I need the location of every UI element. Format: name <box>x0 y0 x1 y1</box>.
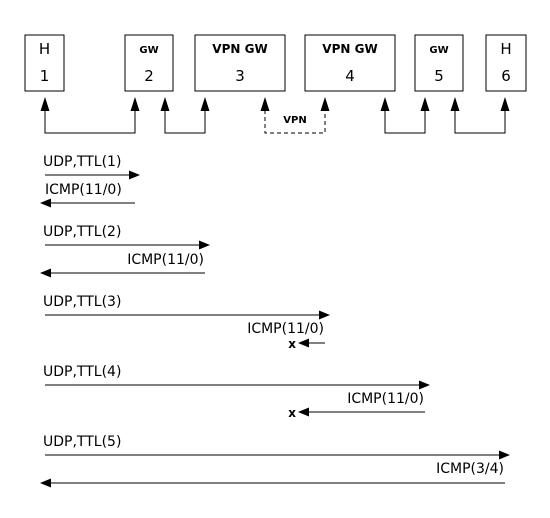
link-path-dashed <box>264 110 326 134</box>
vpn-tunnel-label: VPN <box>283 115 306 126</box>
probe-request-label: UDP,TTL(3) <box>43 294 121 310</box>
probe-request-label: UDP,TTL(4) <box>43 364 121 380</box>
link-path <box>44 110 136 134</box>
node-box <box>304 34 396 92</box>
link-arrowhead <box>500 97 510 111</box>
node-number: 1 <box>40 67 50 85</box>
node-title: VPN GW <box>212 42 267 56</box>
node-box <box>414 34 464 92</box>
reply-arrowhead <box>298 407 309 417</box>
node-vpn-gateway-4: VPN GW 4 <box>304 34 396 92</box>
probe-request-label: UDP,TTL(1) <box>43 154 121 170</box>
link-arrowhead <box>260 97 270 111</box>
link-arrowhead <box>380 97 390 111</box>
request-arrowhead <box>499 450 510 460</box>
node-box <box>485 34 527 92</box>
node-title: H <box>39 40 50 58</box>
probe-ttl-2: UDP,TTL(2) ICMP(11/0) <box>40 224 210 278</box>
node-box <box>194 34 286 92</box>
dropped-marker: x <box>288 337 296 351</box>
node-number: 6 <box>501 67 511 85</box>
link-1-2 <box>40 97 140 134</box>
request-arrowhead <box>199 240 210 250</box>
link-arrowhead <box>40 97 50 111</box>
link-arrowhead <box>320 97 330 111</box>
probe-reply-label: ICMP(11/0) <box>247 321 324 337</box>
node-box <box>24 34 65 92</box>
probe-reply-label: ICMP(11/0) <box>45 182 122 198</box>
node-title: VPN GW <box>322 42 377 56</box>
request-arrowhead <box>419 380 430 390</box>
link-path <box>164 110 206 134</box>
link-path <box>384 110 426 134</box>
node-vpn-gateway-3: VPN GW 3 <box>194 34 286 92</box>
link-4-5 <box>380 97 430 134</box>
node-number: 2 <box>144 67 154 85</box>
link-3-4-vpn: VPN <box>260 97 330 134</box>
probe-ttl-4: UDP,TTL(4) ICMP(11/0) x <box>43 364 430 420</box>
node-number: 4 <box>345 67 355 85</box>
dropped-marker: x <box>288 406 296 420</box>
probe-reply-label: ICMP(11/0) <box>347 391 424 407</box>
reply-arrowhead <box>40 198 51 208</box>
probe-reply-label: ICMP(3/4) <box>436 461 504 477</box>
probe-ttl-3: UDP,TTL(3) ICMP(11/0) x <box>43 294 330 351</box>
probe-ttl-1: UDP,TTL(1) ICMP(11/0) <box>40 154 140 208</box>
node-title: GW <box>429 45 448 56</box>
request-arrowhead <box>319 310 330 320</box>
node-title: H <box>500 40 511 58</box>
request-arrowhead <box>129 170 140 180</box>
node-host-1: H 1 <box>24 34 65 92</box>
node-number: 3 <box>235 67 245 85</box>
link-path <box>454 110 506 134</box>
reply-arrowhead <box>40 478 51 488</box>
link-2-3 <box>160 97 210 134</box>
link-arrowhead <box>160 97 170 111</box>
node-title: GW <box>139 45 158 56</box>
link-arrowhead <box>200 97 210 111</box>
node-gateway-5: GW 5 <box>414 34 464 92</box>
probe-request-label: UDP,TTL(2) <box>43 224 121 240</box>
link-arrowhead <box>450 97 460 111</box>
link-5-6 <box>450 97 510 134</box>
probe-request-label: UDP,TTL(5) <box>43 434 121 450</box>
link-arrowhead <box>130 97 140 111</box>
link-arrowhead <box>420 97 430 111</box>
probe-reply-label: ICMP(11/0) <box>127 252 204 268</box>
node-box <box>124 34 174 92</box>
node-gateway-2: GW 2 <box>124 34 174 92</box>
node-number: 5 <box>434 67 444 85</box>
probe-ttl-5: UDP,TTL(5) ICMP(3/4) <box>40 434 510 488</box>
reply-arrowhead <box>298 338 309 348</box>
reply-arrowhead <box>40 268 51 278</box>
node-host-6: H 6 <box>485 34 527 92</box>
